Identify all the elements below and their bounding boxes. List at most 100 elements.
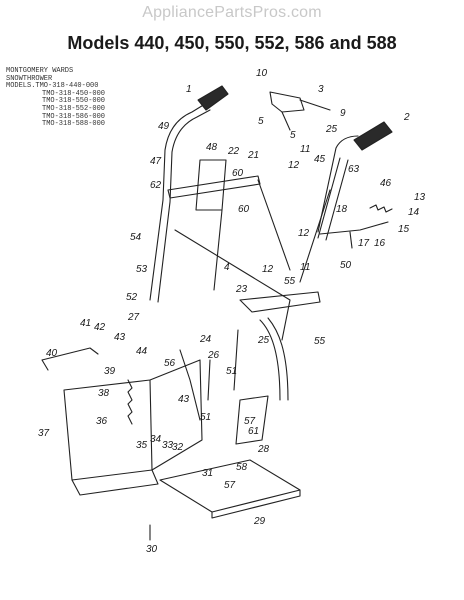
- upper-frame: [239, 291, 321, 313]
- callout-label: 60: [238, 204, 250, 215]
- handle-shaft-right: [259, 317, 289, 401]
- callout-label: 58: [236, 462, 248, 473]
- housing-lip: [71, 469, 159, 496]
- callout-label: 11: [300, 262, 310, 273]
- callout-label: 12: [262, 264, 274, 275]
- callout-label: 32: [172, 442, 184, 453]
- callout-label: 43: [114, 332, 126, 343]
- callout-label: 45: [314, 154, 326, 165]
- models-item: TMO-318-450-000: [42, 89, 106, 98]
- callout-labels: 1 2 3 4 5 5 9 10 11 11 12 12 12 13 14 15…: [38, 68, 426, 555]
- callout-label: 2: [403, 112, 410, 123]
- models-brand: MONTGOMERY WARDS: [6, 67, 74, 75]
- callout-label: 61: [248, 426, 259, 437]
- callout-label: 15: [398, 224, 410, 235]
- models-item: TMO-318-550-000: [42, 97, 106, 106]
- base-plate-edge: [211, 489, 301, 519]
- callout-label: 47: [150, 156, 162, 167]
- control-rod-25: [233, 329, 239, 391]
- callout-label: 36: [96, 416, 108, 427]
- callout-label: 33: [162, 440, 174, 451]
- callout-label: 17: [358, 238, 370, 249]
- callout-label: 27: [127, 312, 140, 323]
- callout-label: 60: [232, 168, 244, 179]
- callout-label: 53: [136, 264, 148, 275]
- callout-label: 14: [408, 207, 420, 218]
- control-cable: [281, 99, 331, 131]
- callout-label: 28: [257, 444, 270, 455]
- callout-label: 24: [199, 334, 212, 345]
- left-handle: [164, 103, 211, 153]
- spring-14: [369, 204, 393, 213]
- callout-label: 18: [336, 204, 348, 215]
- callout-label: 25: [257, 335, 270, 346]
- callout-label: 11: [300, 144, 310, 155]
- callout-label: 16: [374, 238, 386, 249]
- callout-label: 42: [94, 322, 106, 333]
- callout-label: 25: [325, 124, 338, 135]
- callout-label: 46: [380, 178, 392, 189]
- shift-lever: [319, 221, 389, 249]
- callout-label: 49: [158, 121, 170, 132]
- right-frame-rod: [257, 179, 331, 283]
- callout-label: 5: [258, 116, 264, 127]
- left-handle-lower: [162, 149, 173, 203]
- lower-handle-left: [149, 199, 171, 303]
- callout-label: 35: [136, 440, 148, 451]
- cross-bar: [167, 175, 261, 199]
- callout-label: 29: [253, 516, 266, 527]
- callout-label: 63: [348, 164, 360, 175]
- control-bracket: [269, 91, 305, 113]
- callout-label: 43: [178, 394, 190, 405]
- callout-label: 56: [164, 358, 176, 369]
- callout-label: 48: [206, 142, 218, 153]
- models-block: MONTGOMERY WARDS SNOWTHROWER MODELS.TMO-…: [6, 67, 106, 129]
- rod-23: [174, 229, 291, 341]
- callout-label: 40: [46, 348, 58, 359]
- callout-label: 37: [38, 428, 50, 439]
- bracket-57: [235, 395, 269, 445]
- page-title: Models 440, 450, 550, 552, 586 and 588: [67, 33, 397, 53]
- models-item: TMO-318-588-000: [42, 120, 106, 129]
- callout-label: 57: [244, 416, 256, 427]
- rod-40: [41, 347, 99, 371]
- callout-label: 39: [104, 366, 116, 377]
- lower-handle-right: [213, 209, 223, 291]
- callout-label: 51: [200, 412, 211, 423]
- callout-label: 52: [126, 292, 138, 303]
- right-handle: [317, 135, 359, 241]
- callout-label: 10: [256, 68, 268, 79]
- callout-label: 4: [224, 262, 230, 273]
- models-item: TMO-318-586-000: [42, 112, 106, 121]
- callout-label: 55: [284, 276, 296, 287]
- callout-label: 50: [340, 260, 352, 271]
- callout-label: 22: [227, 146, 240, 157]
- models-first: MODELS.TMO-318-440-000: [6, 82, 99, 91]
- callout-label: 9: [340, 108, 346, 119]
- callout-label: 62: [150, 180, 162, 191]
- callout-label: 44: [136, 346, 148, 357]
- left-grip: [197, 85, 229, 111]
- watermark: AppliancePartsPros.com: [142, 4, 322, 21]
- link-56: [179, 349, 211, 421]
- callout-label: 5: [290, 130, 296, 141]
- callout-label: 21: [247, 150, 259, 161]
- callout-label: 31: [202, 468, 213, 479]
- callout-label: 30: [146, 544, 158, 555]
- callout-label: 26: [207, 350, 220, 361]
- callout-label: 54: [130, 232, 142, 243]
- models-item: TMO-318-552-000: [42, 104, 106, 113]
- right-grip: [353, 121, 393, 151]
- models-product: SNOWTHROWER: [6, 74, 53, 83]
- callout-label: 13: [414, 192, 426, 203]
- callout-label: 12: [288, 160, 300, 171]
- callout-label: 12: [298, 228, 310, 239]
- auger-housing: [63, 359, 203, 481]
- callout-label: 3: [318, 84, 324, 95]
- diagram-drawing: [41, 85, 393, 541]
- spring-assembly: [127, 379, 133, 425]
- callout-label: 38: [98, 388, 110, 399]
- callout-label: 55: [314, 336, 326, 347]
- callout-label: 57: [224, 480, 236, 491]
